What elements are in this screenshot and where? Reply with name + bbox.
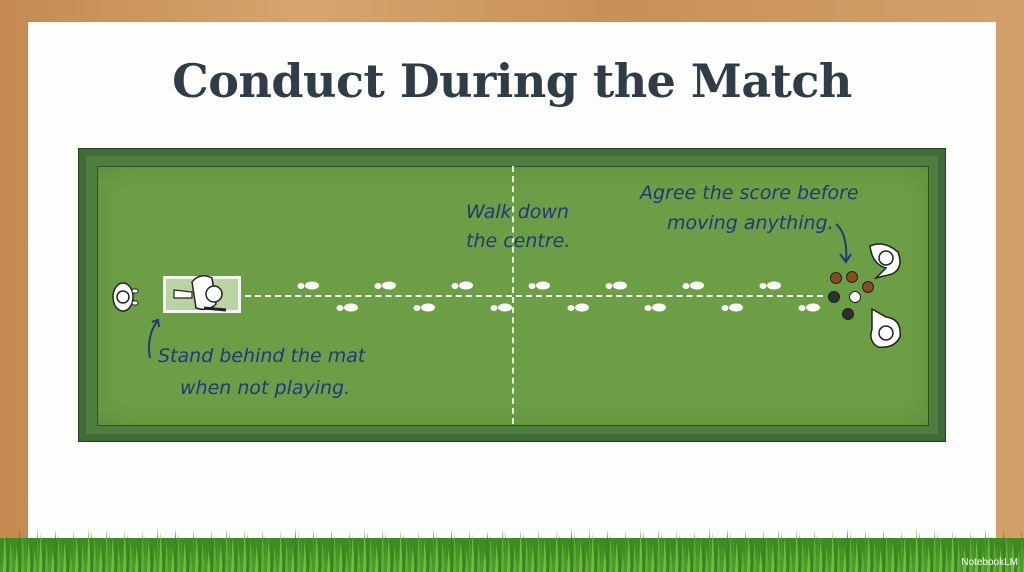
footprint-icon xyxy=(451,277,473,290)
footprint-icon xyxy=(336,299,358,312)
footprint-icon xyxy=(682,277,704,290)
player-top-icon xyxy=(869,243,901,280)
footprint-icon xyxy=(413,299,435,312)
player-bottom-icon xyxy=(870,307,901,349)
walk-note-line2: the centre. xyxy=(466,230,571,252)
bowl-icon xyxy=(862,281,874,293)
footprint-icon xyxy=(759,277,781,290)
footprint-icon xyxy=(644,299,666,312)
walk-note-line1: Walk down xyxy=(466,201,569,223)
page-title: Conduct During the Match xyxy=(172,54,852,108)
stand-note-line1: Stand behind the mat xyxy=(158,345,366,367)
footprint-icon xyxy=(528,277,550,290)
player-standing-behind-mat-icon xyxy=(112,282,139,312)
centre-line xyxy=(245,295,823,297)
arrow-to-mat-icon xyxy=(148,318,160,359)
grass-border xyxy=(0,528,1024,572)
bowl-icon xyxy=(828,291,840,303)
arrow-to-bowls-icon xyxy=(835,223,852,264)
bowl-icon xyxy=(846,271,858,283)
agree-note-line2: moving anything. xyxy=(667,212,834,234)
notebooklm-watermark: NotebookLM xyxy=(961,557,1018,568)
footprint-icon xyxy=(374,277,396,290)
agree-note-line1: Agree the score before xyxy=(640,182,859,204)
bowl-icon xyxy=(830,272,842,284)
footprint-icon xyxy=(490,299,512,312)
bowl-icon xyxy=(842,308,854,320)
footprint-icon xyxy=(567,299,589,312)
footprint-icon xyxy=(297,277,319,290)
footprint-icon xyxy=(721,299,743,312)
player-bowling-icon xyxy=(173,275,227,312)
footprint-icon xyxy=(798,299,820,312)
footprint-icon xyxy=(605,277,627,290)
stand-note-line2: when not playing. xyxy=(180,377,351,399)
jack-icon xyxy=(849,291,861,303)
